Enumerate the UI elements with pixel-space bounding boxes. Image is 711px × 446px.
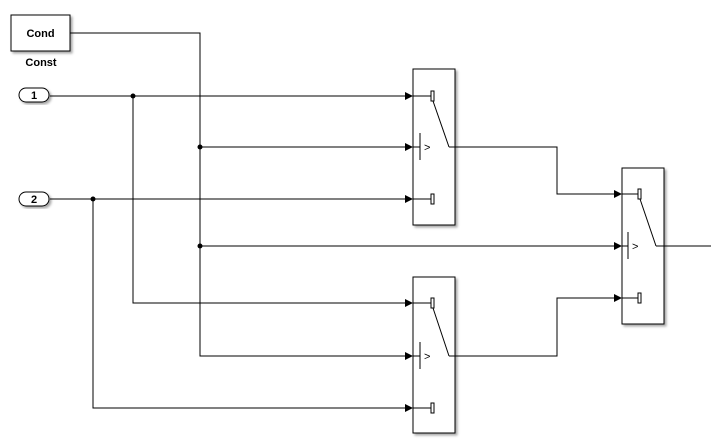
arrowhead [405,195,413,203]
switch-block-top[interactable]: > [412,68,456,226]
arrowhead [405,404,413,412]
constant-block-name[interactable]: Const [25,57,57,69]
switch-icon [413,90,455,205]
branch-point [90,196,96,202]
inport-2-number: 2 [31,194,37,206]
signal-switch-top-out[interactable] [455,146,614,195]
inport-2[interactable]: 2 [18,191,50,207]
branch-point [197,144,203,150]
arrowhead [614,294,622,302]
inport-1-number: 1 [31,90,37,102]
arrowhead [405,143,413,151]
signal-in2-branch[interactable] [92,199,405,409]
arrowhead [405,352,413,360]
constant-block[interactable]: Cond [10,14,71,52]
signal-switch-bottom-out[interactable] [455,297,614,357]
switch-output-criterion: > [632,241,638,253]
switch-icon [622,188,664,304]
arrowheads [405,92,622,412]
arrowhead [614,190,622,198]
switch-block-bottom[interactable]: > [412,276,456,434]
arrowhead [614,242,622,250]
switch-block-output[interactable]: > [621,167,665,325]
inport-1[interactable]: 1 [18,87,50,103]
branch-points [90,93,203,249]
signal-const[interactable] [70,32,405,357]
switch-icon [413,297,455,414]
switch-bottom-criterion: > [424,351,430,363]
branch-point [130,93,136,99]
arrowhead [405,299,413,307]
signal-lines [50,32,711,409]
constant-value: Cond [26,28,54,40]
signal-in1-branch[interactable] [132,96,405,304]
arrowhead [405,92,413,100]
branch-point [197,243,203,249]
switch-top-criterion: > [424,142,430,154]
